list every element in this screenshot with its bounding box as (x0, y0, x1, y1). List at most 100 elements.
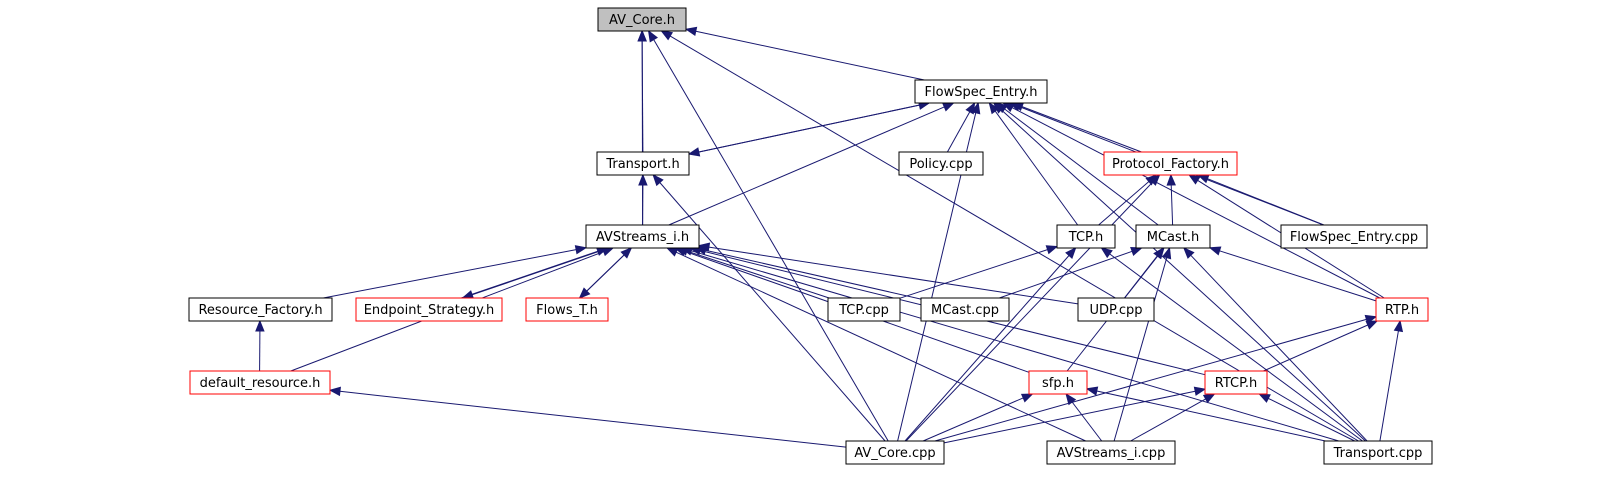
node-rtcp-h[interactable]: RTCP.h (1204, 370, 1268, 395)
arrowhead-mcast_cpp-to-mcast_h (1130, 246, 1143, 256)
node-transport-cpp[interactable]: Transport.cpp (1323, 440, 1433, 465)
node-box[interactable] (1323, 440, 1433, 465)
arrowhead-avstreams_i_h-to-flows_t_h (578, 287, 591, 299)
node-label: AVStreams_i.cpp (1057, 446, 1166, 461)
arrowhead-avstreams_i_cpp-to-avstreams_i_h (665, 247, 679, 257)
node-default-resource-h[interactable]: default_resource.h (189, 370, 331, 395)
node-av-core-h[interactable]: AV_Core.h (597, 7, 687, 32)
edge-tcp_h-to-flowspec_entry_h (994, 110, 1079, 226)
edge-tcp_h-to-protocol_factory_h (1098, 181, 1150, 226)
node-box[interactable] (597, 7, 687, 32)
arrowhead-avstreams_i_cpp-to-mcast_h (1162, 246, 1172, 260)
node-label: Endpoint_Strategy.h (364, 303, 495, 318)
node-box[interactable] (1204, 370, 1268, 395)
node-av-core-cpp[interactable]: AV_Core.cpp (845, 440, 945, 465)
node-box[interactable] (1028, 370, 1088, 395)
edge-flowspec_entry_cpp-to-protocol_factory_h (1207, 178, 1324, 226)
node-policy-cpp[interactable]: Policy.cpp (898, 151, 984, 176)
node-box[interactable] (1077, 297, 1155, 322)
node-avstreams-i-cpp[interactable]: AVStreams_i.cpp (1046, 440, 1176, 465)
node-flowspec-entry-cpp[interactable]: FlowSpec_Entry.cpp (1280, 224, 1428, 249)
node-box[interactable] (914, 79, 1048, 104)
edge-transport_cpp-to-rtcp_h (1268, 397, 1355, 442)
node-transport-h[interactable]: Transport.h (596, 151, 690, 176)
node-box[interactable] (585, 224, 700, 249)
edge-av_core_cpp-to-av_core_h (653, 39, 889, 442)
edge-policy_cpp-to-flowspec_entry_h (946, 111, 971, 153)
node-label: AVStreams_i.h (596, 230, 689, 245)
node-box[interactable] (1135, 224, 1211, 249)
node-resource-factory-h[interactable]: Resource_Factory.h (188, 297, 333, 322)
edge-avstreams_i_cpp-to-avstreams_i_h (675, 251, 1086, 442)
arrowhead-flowspec_entry_h-to-av_core_h (684, 26, 698, 37)
node-box[interactable] (188, 297, 333, 322)
node-mcast-h[interactable]: MCast.h (1135, 224, 1211, 249)
node-box[interactable] (845, 440, 945, 465)
node-udp-cpp[interactable]: UDP.cpp (1077, 297, 1155, 322)
arrowhead-default_resource_h-to-avstreams_i_h (601, 247, 615, 257)
node-flows-t-h[interactable]: Flows_T.h (525, 297, 609, 322)
node-label: sfp.h (1042, 376, 1074, 391)
arrowhead-av_core_cpp-to-protocol_factory_h (1148, 174, 1161, 186)
edge-transport_cpp-to-mcast_h (1190, 254, 1368, 442)
node-box[interactable] (920, 297, 1010, 322)
edge-avstreams_i_cpp-to-sfp_h (1071, 401, 1103, 442)
node-box[interactable] (525, 297, 609, 322)
arrowhead-av_core_cpp-to-rtp_h (1364, 314, 1378, 325)
edge-avstreams_i_cpp-to-mcast_h (1113, 257, 1168, 442)
node-sfp-h[interactable]: sfp.h (1028, 370, 1088, 395)
node-box[interactable] (1280, 224, 1428, 249)
edge-av_core_cpp-to-default_resource_h (339, 390, 847, 448)
arrowhead-av_core_cpp-to-sfp_h (1020, 393, 1034, 403)
node-box[interactable] (355, 297, 503, 322)
node-mcast-cpp[interactable]: MCast.cpp (920, 297, 1010, 322)
node-protocol-factory-h[interactable]: Protocol_Factory.h (1103, 151, 1238, 176)
node-label: Transport.h (605, 157, 679, 172)
arrowhead-av_core_cpp-to-default_resource_h (328, 386, 341, 397)
node-flowspec-entry-h[interactable]: FlowSpec_Entry.h (914, 79, 1048, 104)
arrowhead-avstreams_i_h-to-flowspec_entry_h (942, 102, 955, 112)
node-label: MCast.cpp (931, 303, 999, 318)
edge-transport_cpp-to-avstreams_i_h (691, 250, 1339, 442)
node-label: AV_Core.cpp (854, 446, 935, 461)
node-label: RTP.h (1385, 303, 1419, 318)
arrowhead-transport_cpp-to-av_core_h (660, 30, 674, 41)
arrowhead-resource_factory_h-to-avstreams_i_h (574, 245, 588, 255)
edge-av_core_cpp-to-tcp_h (904, 255, 1070, 442)
node-label: default_resource.h (200, 376, 321, 391)
edge-tcp_cpp-to-avstreams_i_h (686, 250, 830, 299)
node-avstreams-i-h[interactable]: AVStreams_i.h (585, 224, 700, 249)
edge-avstreams_i_h-to-endpoint_strategy_h (471, 247, 610, 296)
arrowhead-av_core_cpp-to-av_core_h (647, 29, 658, 43)
node-box[interactable] (1056, 224, 1116, 249)
node-tcp-h[interactable]: TCP.h (1056, 224, 1116, 249)
arrowhead-avstreams_i_h-to-av_core_h (637, 29, 647, 42)
arrowhead-udp_cpp-to-avstreams_i_h (697, 242, 711, 252)
edge-rtcp_h-to-rtp_h (1263, 324, 1369, 372)
edge-flowspec_entry_h-to-transport_h (698, 102, 930, 153)
node-endpoint-strategy-h[interactable]: Endpoint_Strategy.h (355, 297, 503, 322)
node-box[interactable] (1046, 440, 1176, 465)
arrowhead-tcp_h-to-flowspec_entry_h (988, 101, 1000, 115)
node-label: Resource_Factory.h (198, 303, 322, 318)
arrowhead-rtcp_h-to-rtp_h (1365, 320, 1379, 330)
node-label: Protocol_Factory.h (1112, 157, 1229, 172)
node-box[interactable] (189, 370, 331, 395)
arrowhead-av_core_cpp-to-transport_h (652, 173, 664, 187)
edge-protocol_factory_h-to-flowspec_entry_h (1021, 106, 1142, 153)
arrowhead-transport_cpp-to-flowspec_entry_h (992, 102, 1005, 114)
edge-mcast_cpp-to-mcast_h (999, 250, 1133, 299)
node-tcp-cpp[interactable]: TCP.cpp (827, 297, 901, 322)
node-box[interactable] (898, 151, 984, 176)
arrowhead-avstreams_i_cpp-to-rtcp_h (1202, 393, 1216, 404)
node-box[interactable] (1103, 151, 1238, 176)
edge-flowspec_entry_h-to-av_core_h (695, 30, 925, 81)
node-box[interactable] (827, 297, 901, 322)
node-box[interactable] (596, 151, 690, 176)
node-box[interactable] (1375, 297, 1429, 322)
node-rtp-h[interactable]: RTP.h (1375, 297, 1429, 322)
edge-mcast_cpp-to-avstreams_i_h (705, 249, 922, 300)
edge-rtp_h-to-mcast_h (1219, 250, 1377, 302)
edge-mcast_h-to-flowspec_entry_h (1004, 108, 1159, 226)
